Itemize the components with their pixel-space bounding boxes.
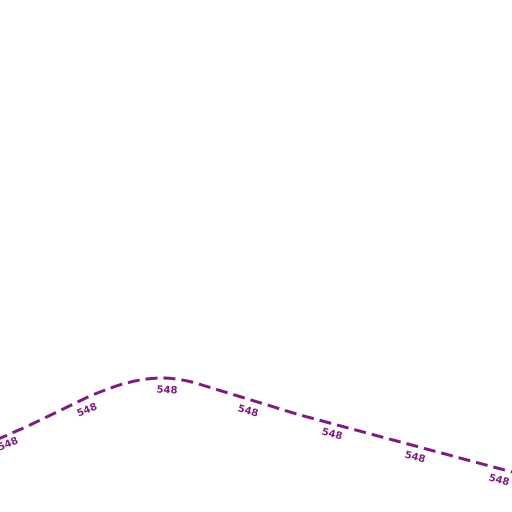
route-ref-label: 548 [403,449,426,465]
route-label-2: 548 [75,401,99,419]
route-label-3: 548 [156,384,177,396]
route-label-7: 548 [487,472,510,488]
route-ref-label: 548 [156,384,177,396]
route-ref-label: 548 [487,472,510,488]
route-ref-label: 548 [236,403,259,419]
route-label-6: 548 [403,449,426,465]
route-ref-label: 548 [75,401,99,419]
route-label-4: 548 [236,403,259,419]
route-label-5: 548 [320,426,343,442]
bus-route-line[interactable] [0,376,512,474]
route-ref-label: 548 [320,426,343,442]
